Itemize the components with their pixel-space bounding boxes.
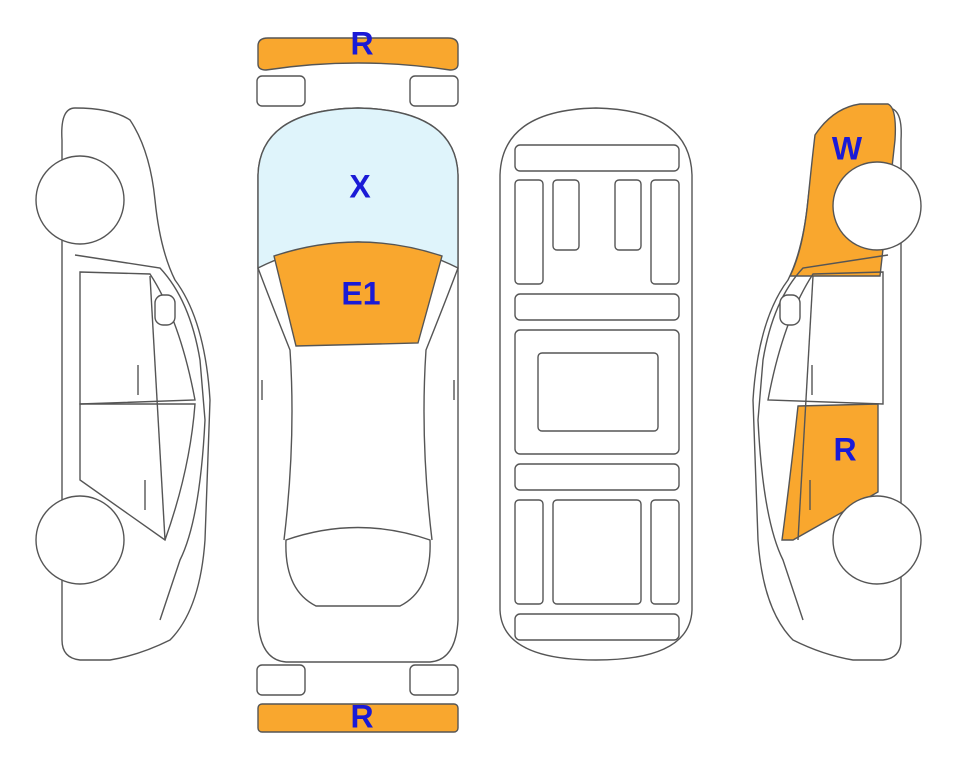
left-side-view xyxy=(35,107,211,661)
right-side-rear-wheel xyxy=(832,495,922,585)
underbody-rear-left-rail xyxy=(514,499,544,605)
right-side-mirror xyxy=(779,294,801,326)
front-left-headlight xyxy=(256,75,306,107)
top-view xyxy=(256,37,459,733)
front-bumper-damage xyxy=(257,37,459,71)
left-side-rear-wheel xyxy=(35,495,125,585)
hood-damage xyxy=(273,241,443,347)
right-front-fender-damage-label: W xyxy=(832,130,863,166)
front-right-headlight xyxy=(409,75,459,107)
underbody-engine-mount-left xyxy=(552,179,580,251)
rear-left-taillight xyxy=(256,664,306,696)
right-rear-door-damage-label: R xyxy=(833,431,856,467)
right-side-roofline xyxy=(757,254,889,621)
left-side-front-wheel xyxy=(35,155,125,245)
underbody-rear-panel xyxy=(514,613,680,641)
top-rear-window xyxy=(285,526,431,607)
underbody-front-crossmember xyxy=(514,144,680,172)
underbody-firewall xyxy=(514,293,680,321)
underbody-floor xyxy=(514,329,680,455)
underbody-view xyxy=(499,107,693,661)
top-left-a-pillar xyxy=(257,267,293,541)
front-bumper-damage-label: R xyxy=(350,25,373,61)
underbody-trunk-floor xyxy=(552,499,642,605)
right-side-view xyxy=(752,103,922,661)
underbody-rear-right-rail xyxy=(650,499,680,605)
right-side-b-pillar xyxy=(797,275,814,541)
rear-bumper-damage-label: R xyxy=(350,698,373,734)
underbody-outline xyxy=(499,107,693,661)
left-side-roofline xyxy=(74,254,206,621)
windshield-damage-label: X xyxy=(349,168,371,204)
hood-damage-label: E1 xyxy=(341,275,380,311)
underbody-engine-mount-right xyxy=(614,179,642,251)
rear-right-taillight xyxy=(409,664,459,696)
underbody-front-right-rail xyxy=(650,179,680,285)
right-side-front-wheel xyxy=(832,161,922,251)
rear-bumper-damage xyxy=(257,703,459,733)
underbody-front-left-rail xyxy=(514,179,544,285)
left-side-body-outline xyxy=(61,107,211,661)
left-side-b-pillar xyxy=(149,275,166,541)
top-right-a-pillar xyxy=(423,267,459,541)
left-side-mirror xyxy=(154,294,176,326)
right-side-front-window xyxy=(767,271,884,405)
underbody-rear-crossmember xyxy=(514,463,680,491)
underbody-floor-pan xyxy=(537,352,659,432)
right-rear-door-damage xyxy=(781,403,879,541)
left-side-front-window xyxy=(79,271,196,405)
